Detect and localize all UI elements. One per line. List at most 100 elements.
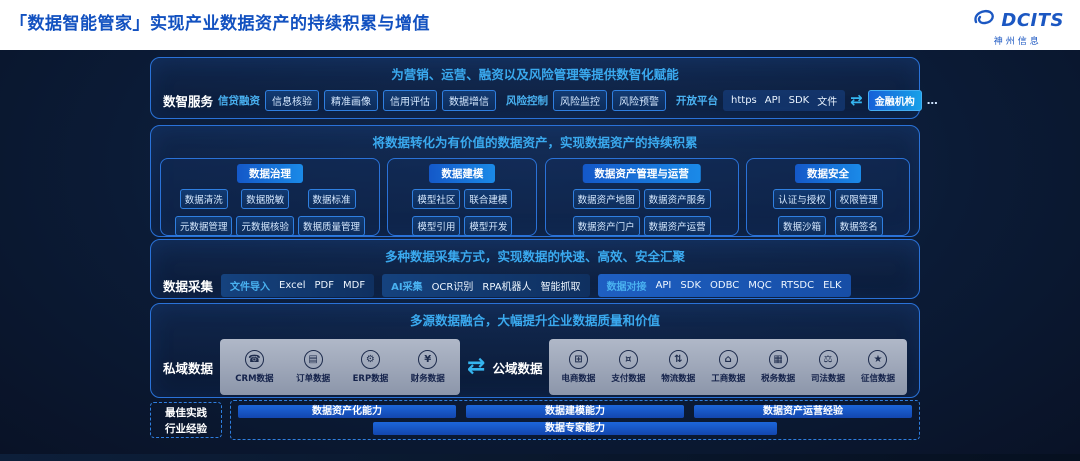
management-chip: 数据资产服务 [643,189,711,209]
asset-management-box: 数据资产管理与运营 数据资产地图 数据资产服务 数据资产门户 数据资产运营 [544,158,739,236]
crm-icon: ☎ [244,350,264,369]
services-label: 数智服务 [163,94,214,109]
logo-brand: DCITS [1001,9,1064,31]
practice-container: 数据资产化能力 数据建模能力 数据资产运营经验 数据专家能力 [230,400,920,440]
band-item: ODBC [710,280,740,291]
fusion-arrow-icon: ⇄ [467,354,486,379]
file-import-band: 文件导入 Excel PDF MDF [221,274,375,297]
practice-label: 最佳实践 行业经验 [150,402,222,438]
business-icon: ⌂ [718,350,738,369]
security-chip: 数据沙箱 [777,216,826,236]
public-data-label: 公域数据 [492,360,543,376]
governance-chip: 数据标准 [307,189,356,209]
data-item-label: ERP数据 [352,374,389,384]
data-item-label: 支付数据 [611,374,646,384]
data-item: ¥ 财务数据 [411,350,445,384]
data-item: ¤ 支付数据 [611,350,645,384]
band-item: ELK [823,280,842,291]
band-item: OCR识别 [431,282,474,293]
ecommerce-icon: ⊞ [568,350,588,369]
modeling-chip: 模型社区 [412,189,461,209]
data-item-label: 税务数据 [761,374,796,384]
modeling-box: 数据建模 模型社区 联合建模 模型引用 模型开发 [387,158,538,236]
service-chip: 风险预警 [612,90,667,111]
fusion-panel: 多源数据融合，大幅提升企业数据质量和价值 私域数据 ☎ CRM数据 ▤ 订单数据… [150,303,920,398]
management-chip: 数据资产地图 [572,189,640,209]
data-item-label: 订单数据 [296,374,331,384]
collection-label: 数据采集 [163,279,214,294]
partner-chip: 金融机构 [867,90,922,111]
data-item: ⚙ ERP数据 [352,350,389,384]
band-item: RPA机器人 [482,282,532,293]
modeling-chip: 联合建模 [464,189,513,209]
file-import-label: 文件导入 [230,282,271,293]
data-item: ⊞ 电商数据 [561,350,595,384]
security-chip: 权限管理 [834,189,883,209]
governance-chip: 数据清洗 [179,189,228,209]
governance-box: 数据治理 数据清洗 数据脱敏 数据标准 元数据管理 元数据核验 数据质量管理 [160,158,380,236]
services-panel: 为营销、运营、融资以及风险管理等提供数智化赋能 数智服务 信贷融资 信息核验 精… [150,57,938,119]
erp-icon: ⚙ [360,350,380,369]
practice-section: 最佳实践 行业经验 数据资产化能力 数据建模能力 数据资产运营经验 数据专家能力 [150,400,920,440]
ai-collect-label: AI采集 [391,282,423,293]
logo-company: 神州信息 [993,37,1042,47]
governance-chip: 数据脱敏 [241,189,290,209]
private-data-label: 私域数据 [163,360,214,376]
security-box: 数据安全 认证与授权 权限管理 数据沙箱 数据签名 [745,158,910,236]
data-item: ⇅ 物流数据 [661,350,695,384]
service-chip: 风险监控 [553,90,608,111]
practice-bar: 数据资产化能力 [238,405,456,418]
dcits-logo-icon [971,7,997,33]
footer-bar [0,454,1080,461]
practice-bar: 数据建模能力 [466,405,684,418]
band-item: MQC [748,280,772,291]
practice-bar: 数据资产运营经验 [694,405,912,418]
platform-group-label: 开放平台 [676,95,719,107]
data-item: ▤ 订单数据 [296,350,330,384]
practice-bar: 数据专家能力 [372,422,778,435]
data-connect-label: 数据对接 [606,282,647,293]
band-item: Excel [279,280,306,291]
practice-label-line2: 行业经验 [165,423,207,435]
data-item-label: 司法数据 [811,374,846,384]
data-item: ▦ 税务数据 [761,350,795,384]
platform-item: https [731,95,757,106]
modeling-chip: 模型引用 [412,216,461,236]
platform-item: API [764,95,781,106]
band-item: PDF [314,280,334,291]
data-item-label: 电商数据 [561,374,596,384]
governance-title: 数据治理 [237,164,303,183]
service-chip: 数据增信 [442,90,497,111]
private-data-box: ☎ CRM数据 ▤ 订单数据 ⚙ ERP数据 ¥ 财务数据 [220,339,461,395]
security-chip: 认证与授权 [773,189,831,209]
page-title: 「数据智能管家」实现产业数据资产的持续积累与增值 [10,14,430,34]
data-item-label: CRM数据 [235,374,274,384]
data-item-label: 工商数据 [711,374,746,384]
open-platform-band: https API SDK 文件 [723,90,846,111]
platform-item: 文件 [817,97,838,108]
tax-icon: ▦ [768,350,788,369]
band-item: SDK [680,280,701,291]
management-chip: 数据资产运营 [643,216,711,236]
more-dots: … [926,94,938,107]
finance-icon: ¥ [418,350,438,369]
service-chip: 信用评估 [383,90,438,111]
modeling-chip: 模型开发 [464,216,513,236]
assets-header: 将数据转化为有价值的数据资产，实现数据资产的持续积累 [372,135,698,150]
order-icon: ▤ [303,350,323,369]
dark-stage: 为营销、运营、融资以及风险管理等提供数智化赋能 数智服务 信贷融资 信息核验 精… [0,50,1080,461]
dcits-logo: DCITS 神州信息 [971,7,1064,47]
payment-icon: ¤ [618,350,638,369]
data-item: ★ 征信数据 [861,350,895,384]
services-header: 为营销、运营、融资以及风险管理等提供数智化赋能 [391,67,679,82]
band-item: RTSDC [780,280,815,291]
exchange-arrow-icon: ⇄ [850,91,863,109]
data-item-label: 征信数据 [860,374,895,384]
public-data-box: ⊞ 电商数据 ¤ 支付数据 ⇅ 物流数据 ⌂ 工商数据 [549,339,907,395]
ai-collect-band: AI采集 OCR识别 RPA机器人 智能抓取 [382,274,590,297]
data-item: ☎ CRM数据 [235,350,274,384]
risk-group-label: 风险控制 [506,95,549,107]
asset-management-title: 数据资产管理与运营 [582,164,701,183]
security-title: 数据安全 [794,164,861,183]
platform-item: SDK [788,95,810,106]
